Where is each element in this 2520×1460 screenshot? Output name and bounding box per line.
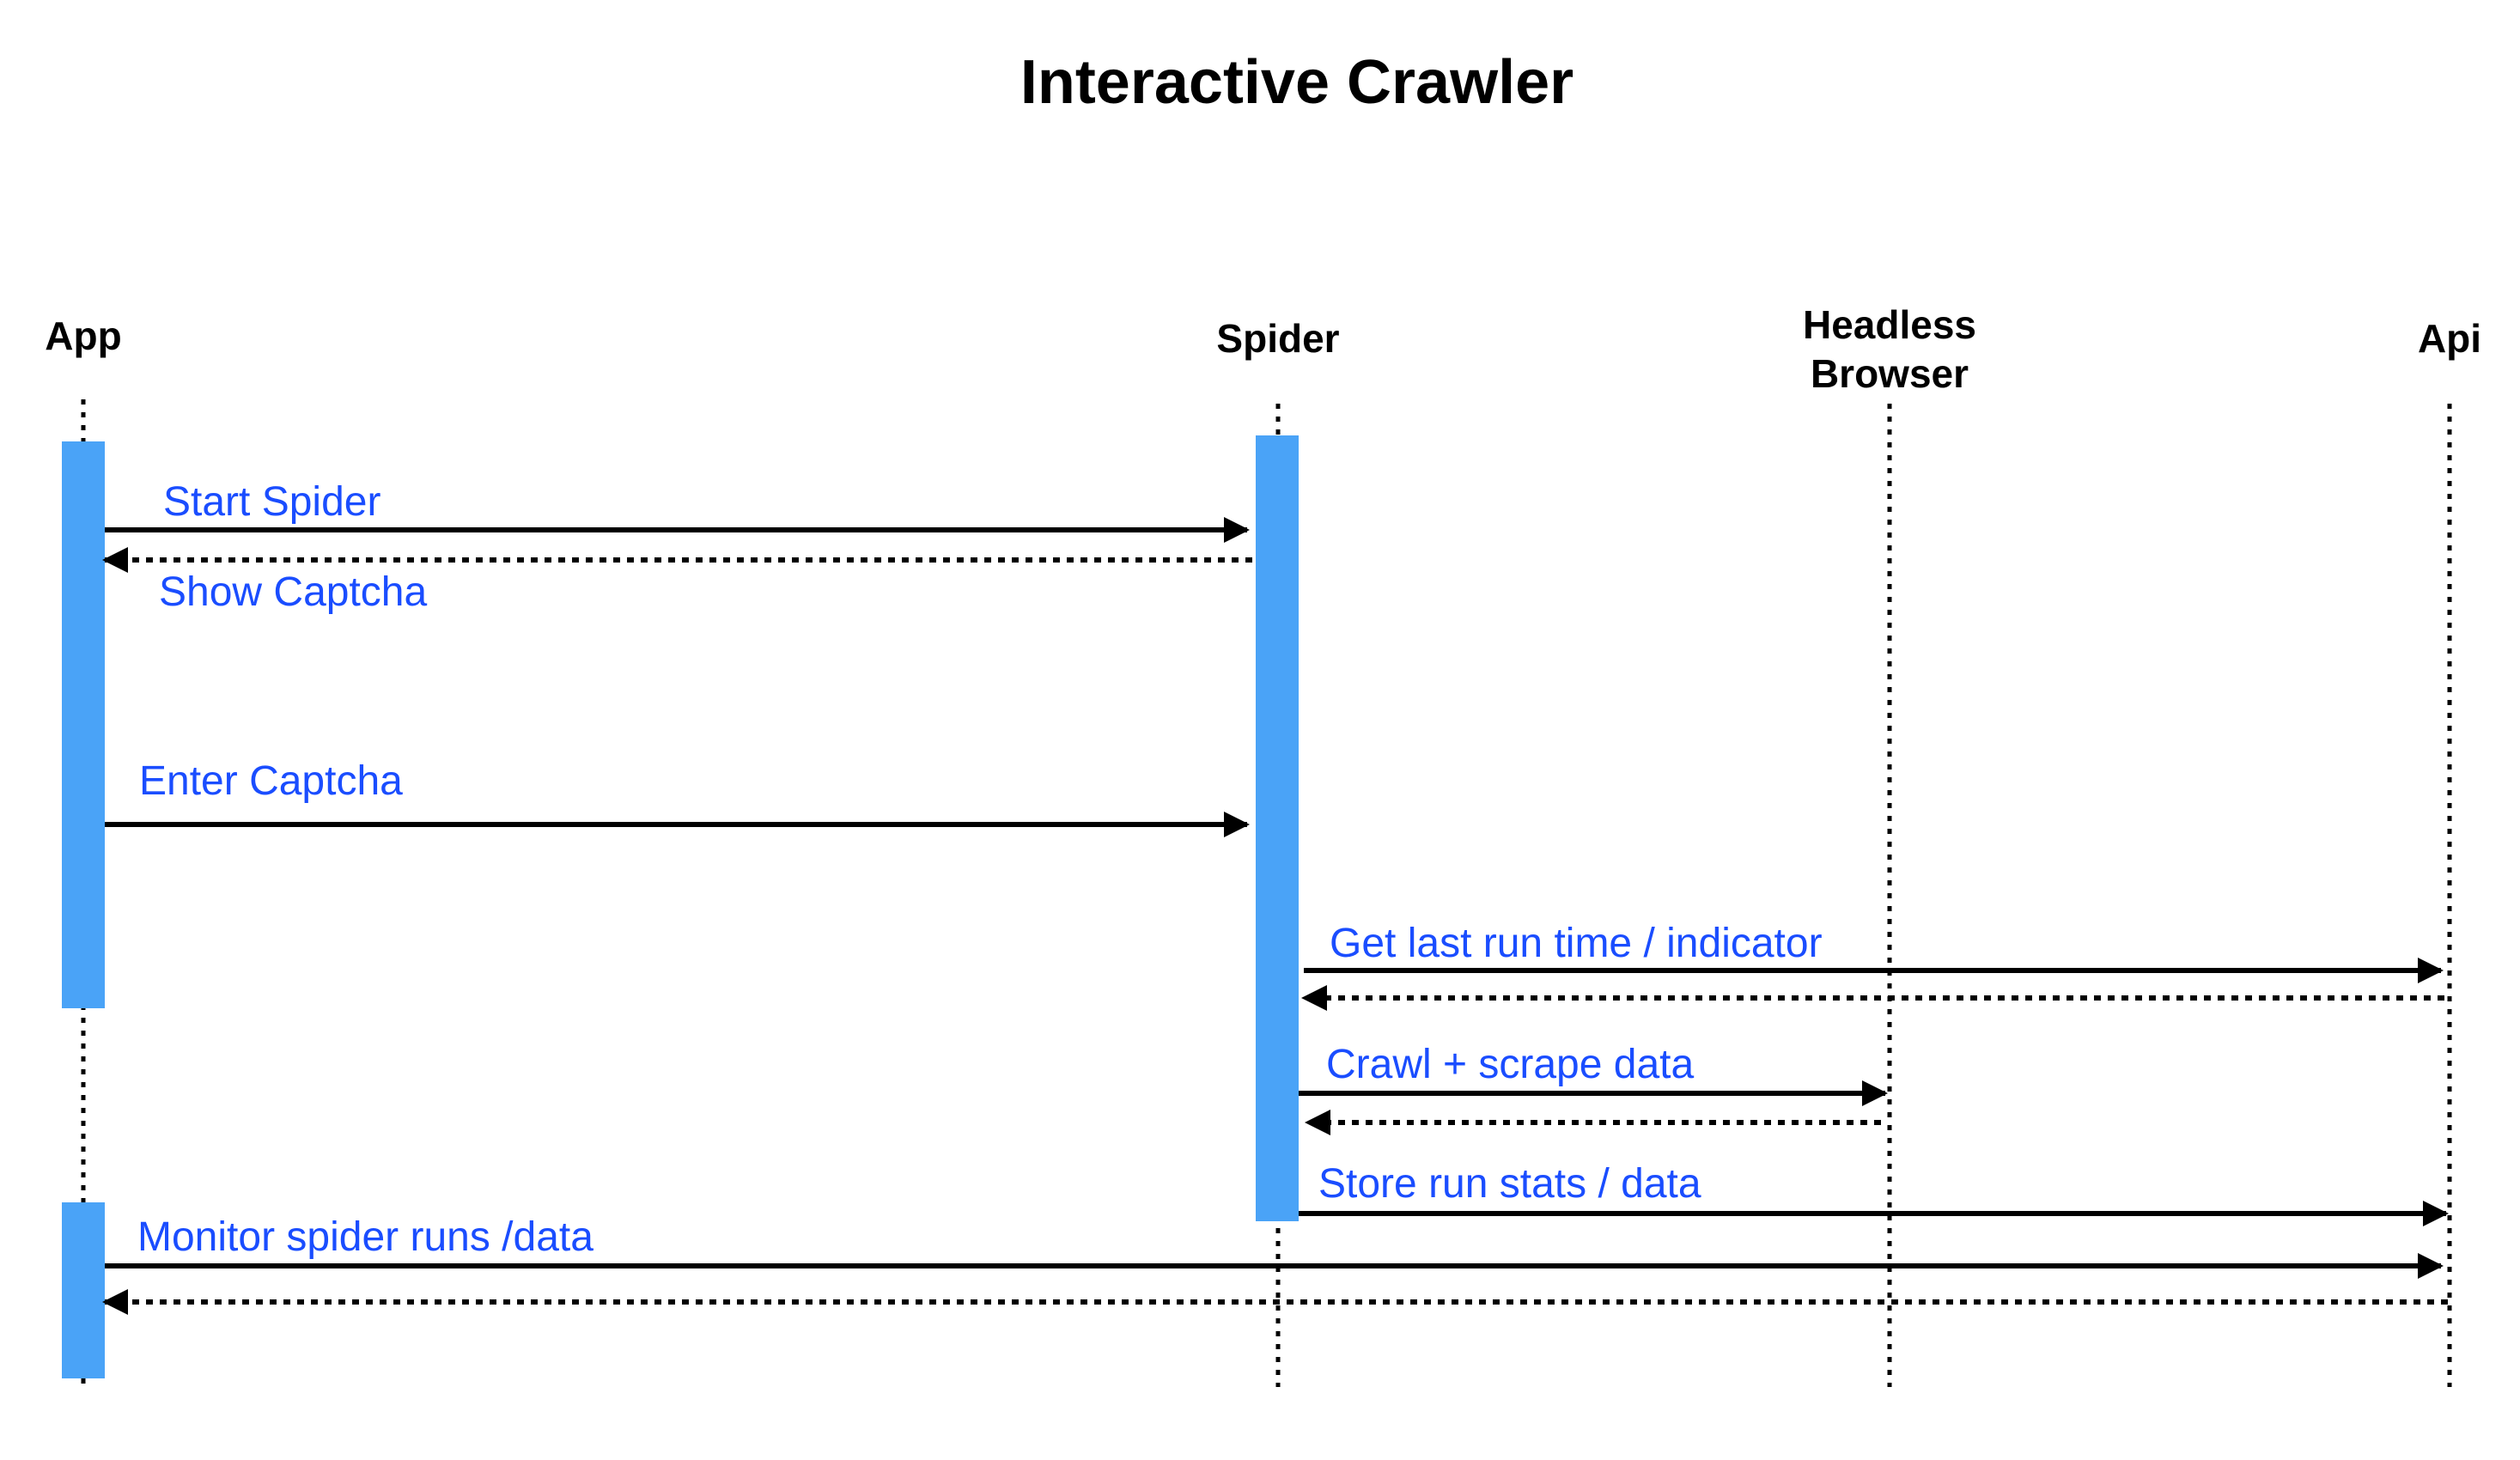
message-label: Get last run time / indicator <box>1330 921 1823 966</box>
message-label: Enter Captcha <box>139 758 403 804</box>
participant-label-spider: Spider <box>1216 316 1339 361</box>
participant-label-api: Api <box>2418 316 2481 361</box>
message-label: Monitor spider runs /data <box>137 1214 593 1260</box>
message-2: Show Captcha <box>102 547 1252 615</box>
message-label: Store run stats / data <box>1318 1161 1701 1207</box>
message-6: Crawl + scrape data <box>1299 1042 1888 1106</box>
message-3: Enter Captcha <box>105 758 1250 837</box>
participant-label-app: App <box>45 313 121 358</box>
message-1: Start Spider <box>105 479 1250 543</box>
message-label: Start Spider <box>163 479 380 525</box>
message-label: Crawl + scrape data <box>1326 1042 1695 1087</box>
diagram-title: Interactive Crawler <box>1020 48 1573 117</box>
message-8: Store run stats / data <box>1299 1161 2449 1226</box>
message-9: Monitor spider runs /data <box>105 1214 2444 1279</box>
participant-label-headless: Browser <box>1811 351 1969 396</box>
activation-bar-app <box>62 1202 105 1378</box>
message-label: Show Captcha <box>159 569 427 615</box>
activation-bar-app <box>62 441 105 1008</box>
activation-bar-spider <box>1256 435 1299 1221</box>
activation-bars <box>62 435 1299 1378</box>
message-4: Get last run time / indicator <box>1304 921 2444 983</box>
participant-label-headless: Headless <box>1803 302 1976 347</box>
